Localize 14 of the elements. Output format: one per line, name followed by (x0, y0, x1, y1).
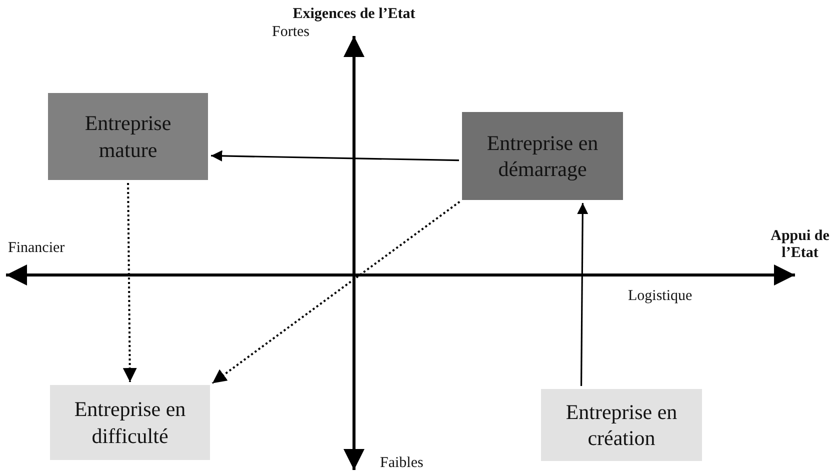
company-stage-box: Entreprise en démarrage (462, 112, 623, 200)
arrow (577, 203, 588, 386)
company-stage-box: Entreprise mature (48, 93, 208, 180)
axis-label: Fortes (272, 24, 310, 41)
company-stage-box: Entreprise en création (541, 389, 702, 461)
axis-label: Logistique (628, 288, 692, 305)
axis-label: Faibles (380, 455, 424, 472)
arrow (212, 200, 460, 384)
axis-label: Appui de l’Etat (770, 228, 830, 262)
axis-label: Exigences de l’Etat (292, 6, 416, 23)
axis-label: Financier (8, 240, 65, 257)
arrow (210, 150, 460, 162)
company-stage-box: Entreprise en difficulté (50, 385, 210, 460)
arrow (122, 183, 137, 382)
